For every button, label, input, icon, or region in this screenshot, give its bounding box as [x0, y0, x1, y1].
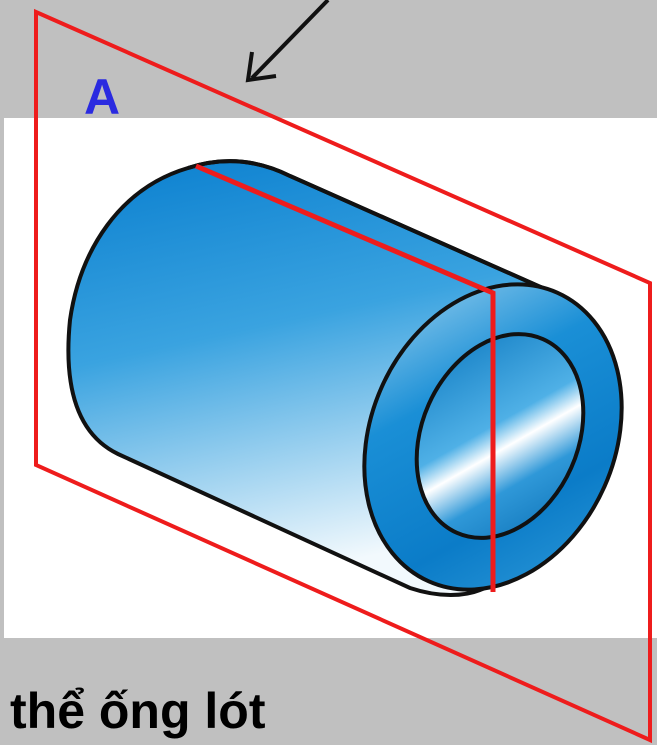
plane-label: A: [84, 69, 121, 125]
cutting-plane-a: [34, 8, 652, 744]
section-line: [195, 163, 496, 592]
bushing-bore: [414, 332, 586, 540]
bushing-top-edge: [187, 159, 546, 291]
pointer-arrow: [245, 0, 330, 83]
caption-text: thể ống lót: [10, 683, 266, 739]
